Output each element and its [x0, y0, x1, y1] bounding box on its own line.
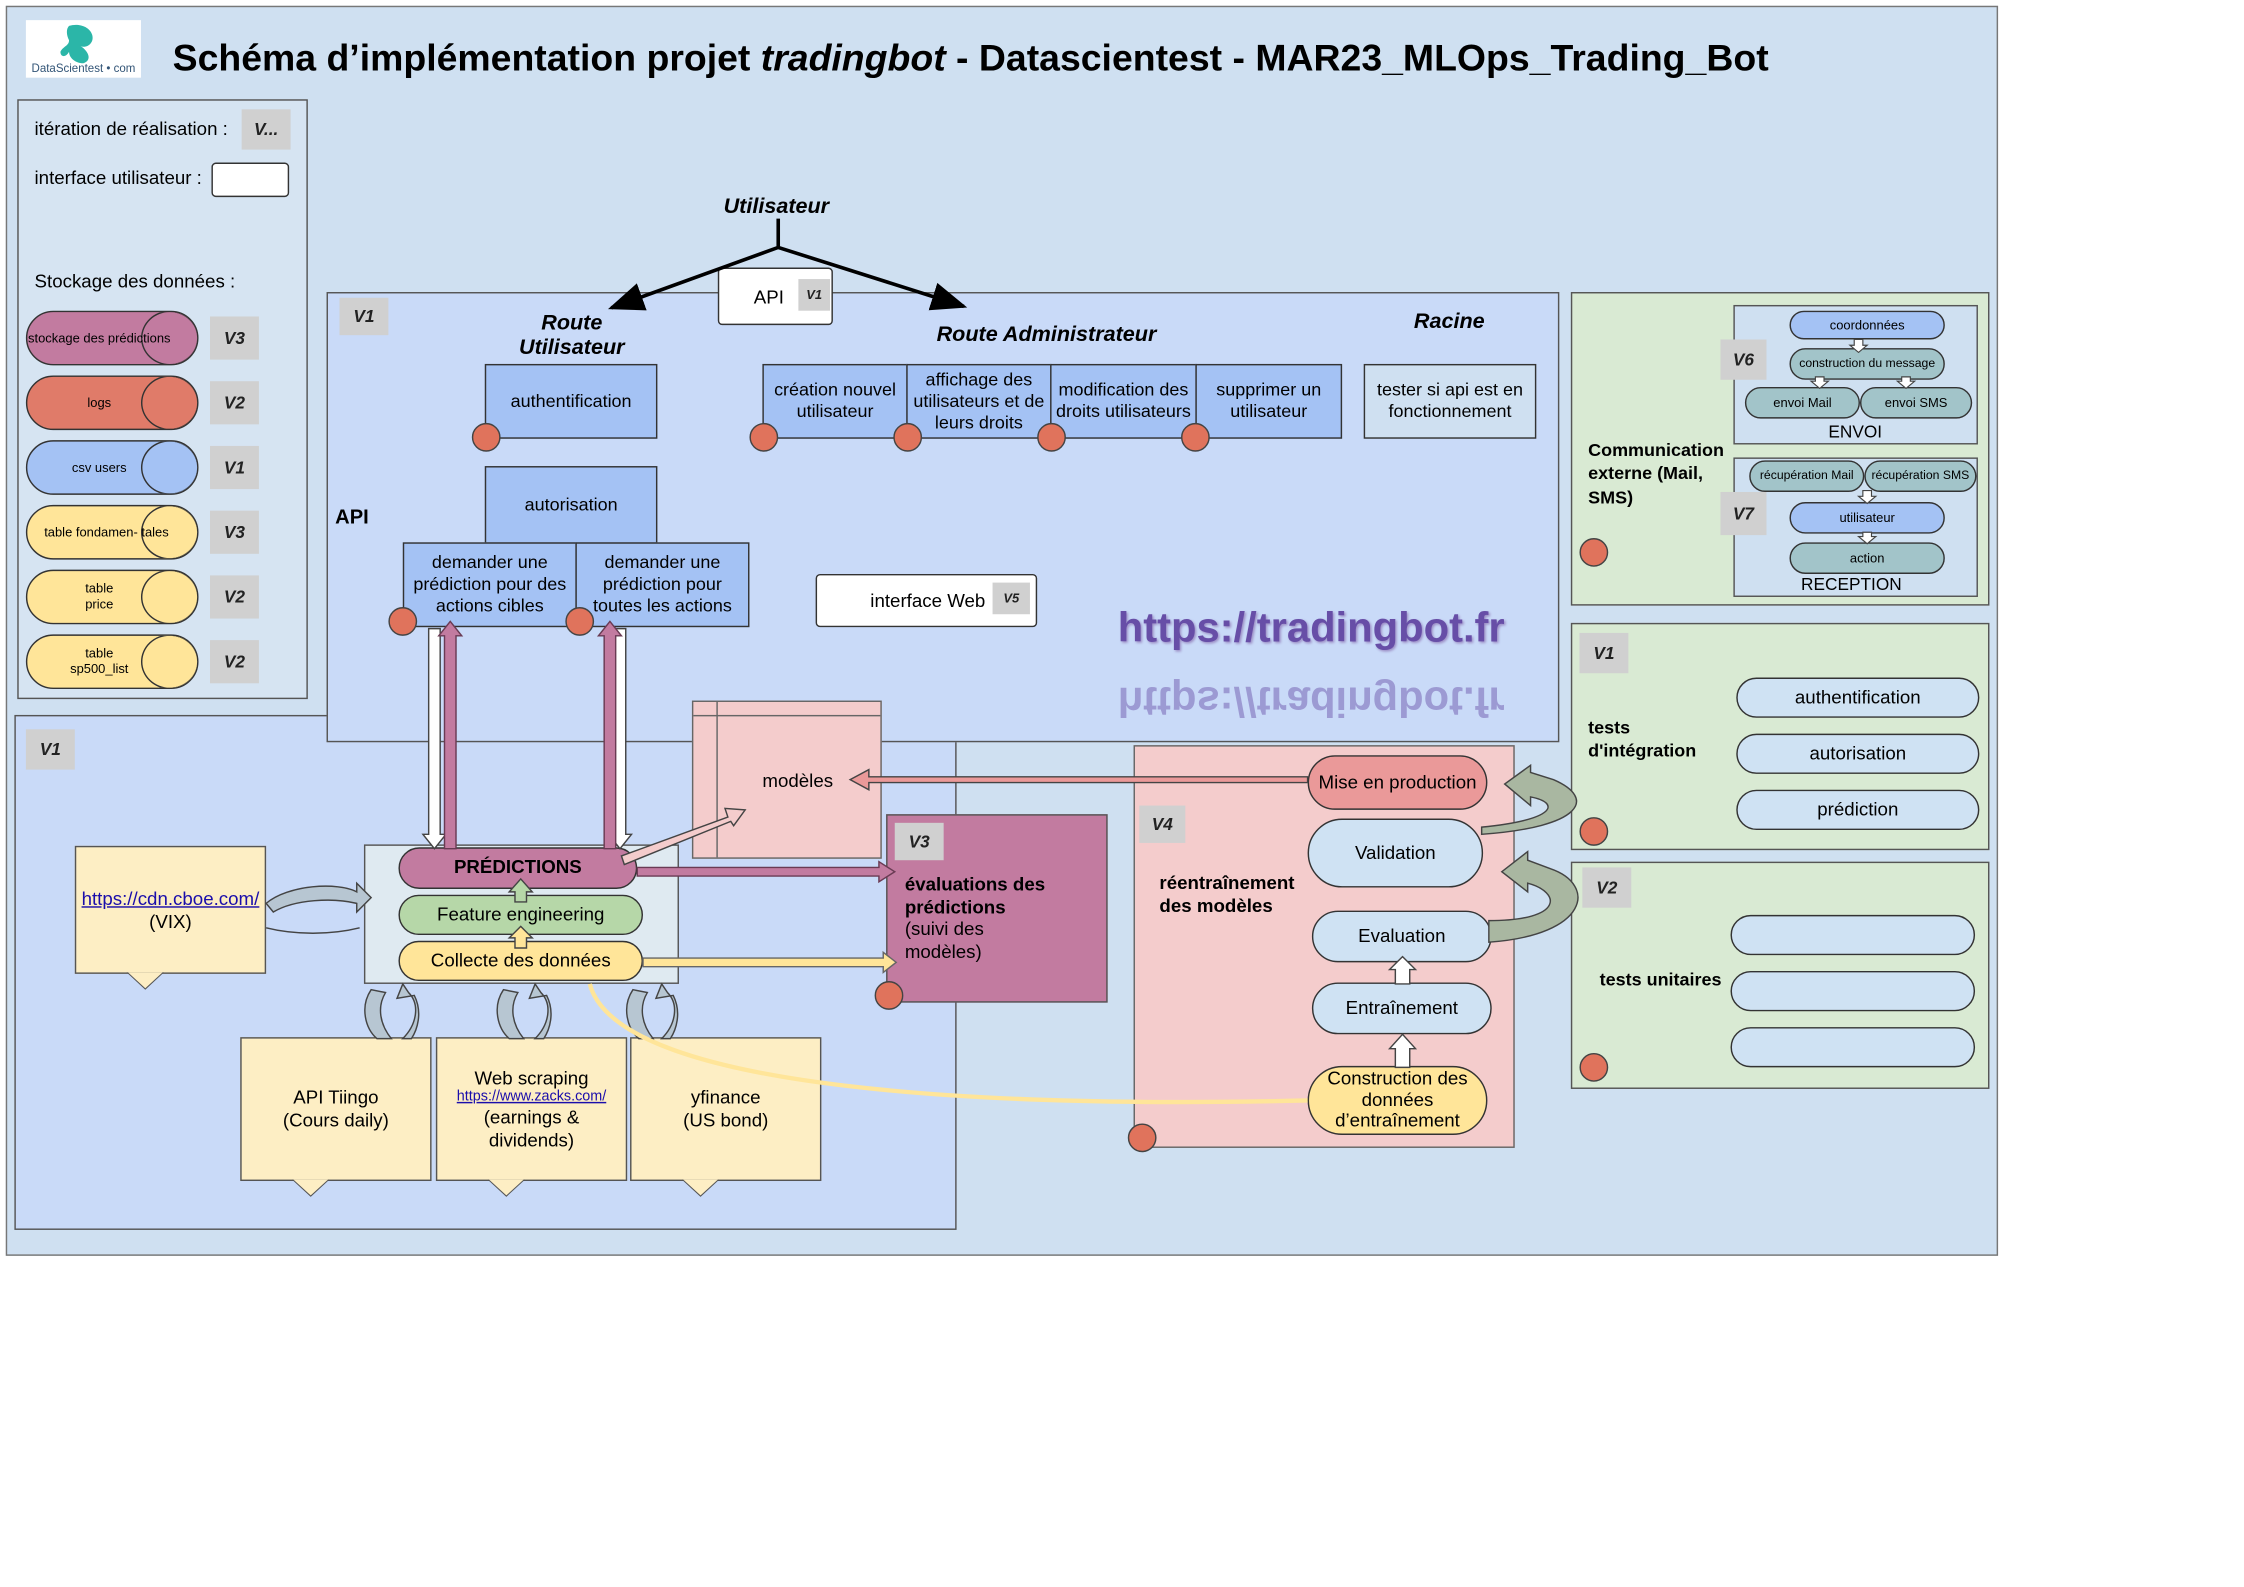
status-dot-evaluations: [874, 981, 904, 1010]
modeles-label: modèles: [762, 769, 834, 792]
unit-tests-version-tag: V2: [1582, 867, 1632, 908]
storage-price-cylinder: table price: [25, 569, 199, 625]
unit-test-slot-3: [1730, 1027, 1976, 1068]
page-title: Schéma d’implémentation projet tradingbo…: [172, 35, 1769, 80]
evaluation-pill: Evaluation: [1311, 910, 1492, 963]
admin-delete-user-box: supprimer un utilisateur: [1195, 363, 1343, 439]
storage-csv-users-version: V1: [210, 445, 259, 490]
status-dot-list-users: [893, 422, 923, 452]
recuperation-sms-pill: récupération SMS: [1864, 460, 1977, 492]
admin-list-users-box: affichage des utilisateurs et de leurs d…: [906, 363, 1052, 439]
api-scroll-label: API: [753, 285, 784, 308]
route-user-title: Route Utilisateur: [519, 310, 625, 360]
validation-pill: Validation: [1307, 818, 1484, 888]
communication-label: Communication externe (Mail, SMS): [1588, 440, 1724, 508]
envoi-title: ENVOI: [1828, 421, 1883, 442]
status-dot-predict-all: [565, 607, 595, 636]
retrain-title: réentraînement des modèles: [1159, 871, 1295, 917]
tiingo-source-note: API Tiingo (Cours daily): [240, 1037, 432, 1197]
coordonnees-pill: coordonnées: [1789, 310, 1945, 340]
integration-test-authentification: authentification: [1736, 677, 1980, 718]
api-scroll-version-tag: V1: [798, 279, 831, 311]
evaluations-label: évaluations des prédictions (suivi des m…: [904, 873, 1046, 963]
construction-message-pill: construction du message: [1789, 348, 1945, 380]
storage-fundamentals-version: V3: [210, 510, 259, 554]
storage-predictions-version: V3: [210, 316, 259, 360]
cboe-link[interactable]: https://cdn.cboe.com/: [81, 887, 260, 909]
predict-all-box: demander une prédiction pour toutes les …: [575, 542, 750, 628]
collecte-donnees-pill: Collecte des données: [398, 940, 644, 982]
storage-price-version: V2: [210, 575, 259, 619]
autorisation-box: autorisation: [484, 466, 658, 544]
datascientest-logo: DataScientest • com: [25, 20, 141, 78]
retrain-version-tag: V4: [1139, 805, 1186, 843]
racine-title: Racine: [1413, 309, 1485, 335]
iteration-label: itération de réalisation :: [34, 117, 228, 140]
yfinance-source-note: yfinance (US bond): [630, 1037, 822, 1197]
envoi-mail-pill: envoi Mail: [1744, 386, 1860, 419]
scraping-source-note: Web scraping https://www.zacks.com/ (ear…: [435, 1037, 628, 1197]
storage-fundamentals-cylinder: table fondamen- tales: [25, 504, 199, 560]
evaluations-version-tag: V3: [894, 822, 944, 861]
interface-scroll-icon: [211, 162, 290, 198]
reception-version-tag: V7: [1720, 491, 1767, 536]
status-dot-unit-tests: [1579, 1052, 1609, 1082]
authentification-box: authentification: [484, 363, 658, 439]
status-dot-predict-targets: [388, 607, 418, 636]
unit-test-slot-2: [1730, 970, 1976, 1012]
storage-predictions-cylinder: stockage des prédictions: [25, 310, 199, 366]
reception-title: RECEPTION: [1801, 573, 1902, 595]
envoi-sms-pill: envoi SMS: [1859, 386, 1973, 419]
status-dot-modify-rights: [1037, 422, 1066, 452]
unit-test-slot-1: [1730, 914, 1976, 956]
predictions-pill: PRÉDICTIONS: [398, 847, 638, 889]
user-label: Utilisateur: [723, 194, 830, 219]
storage-csv-users-cylinder: csv users: [25, 440, 199, 495]
cboe-source-note: https://cdn.cboe.com/ (VIX): [74, 845, 267, 990]
interface-label: interface utilisateur :: [34, 166, 202, 189]
entrainement-pill: Entraînement: [1311, 982, 1492, 1035]
zacks-link[interactable]: https://www.zacks.com/: [456, 1089, 607, 1106]
reception-action-pill: action: [1789, 542, 1945, 574]
web-interface-label: interface Web: [870, 589, 986, 612]
api-section-label: API: [335, 504, 369, 528]
pipeline-version-tag: V1: [25, 729, 75, 770]
mise-en-production-pill: Mise en production: [1307, 755, 1488, 810]
storage-logs-cylinder: logs: [25, 375, 199, 431]
storage-sp500-version: V2: [210, 640, 259, 684]
construction-donnees-pill: Construction des données d’entraînement: [1307, 1065, 1488, 1135]
status-dot-create-user: [749, 422, 779, 452]
unit-tests-label: tests unitaires: [1599, 969, 1722, 990]
logo-icon: [60, 24, 93, 64]
storage-sp500-cylinder: table sp500_list: [25, 634, 199, 690]
predict-targets-box: demander une prédiction pour des actions…: [402, 542, 577, 628]
integration-tests-label: tests d'intégration: [1588, 717, 1697, 761]
storage-logs-version: V2: [210, 381, 259, 425]
integration-test-autorisation: autorisation: [1736, 733, 1980, 774]
admin-modify-rights-box: modification des droits utilisateurs: [1050, 363, 1197, 439]
feature-engineering-pill: Feature engineering: [398, 894, 644, 936]
reception-utilisateur-pill: utilisateur: [1789, 502, 1945, 534]
racine-test-box: tester si api est en fonctionnement: [1363, 363, 1537, 439]
api-version-tag: V1: [339, 297, 389, 336]
status-dot-authentification: [471, 422, 501, 452]
integration-test-prediction: prédiction: [1736, 789, 1980, 831]
integration-version-tag: V1: [1579, 632, 1629, 674]
status-dot-integration: [1579, 817, 1609, 846]
site-url[interactable]: https://tradingbot.fr: [1117, 605, 1505, 652]
storage-title: Stockage des données :: [34, 270, 236, 293]
admin-create-user-box: création nouvel utilisateur: [762, 363, 908, 439]
logo-text: DataScientest • com: [31, 61, 136, 75]
iteration-tag: V...: [241, 109, 291, 150]
recuperation-mail-pill: récupération Mail: [1749, 460, 1865, 492]
status-dot-communication: [1579, 537, 1609, 567]
route-admin-title: Route Administrateur: [936, 322, 1157, 348]
web-interface-version-tag: V5: [992, 582, 1030, 615]
status-dot-retrain: [1127, 1123, 1157, 1153]
envoi-version-tag: V6: [1720, 339, 1767, 380]
site-url-reflection: https://tradingbot.fr: [1117, 677, 1505, 724]
status-dot-delete-user: [1181, 422, 1210, 452]
